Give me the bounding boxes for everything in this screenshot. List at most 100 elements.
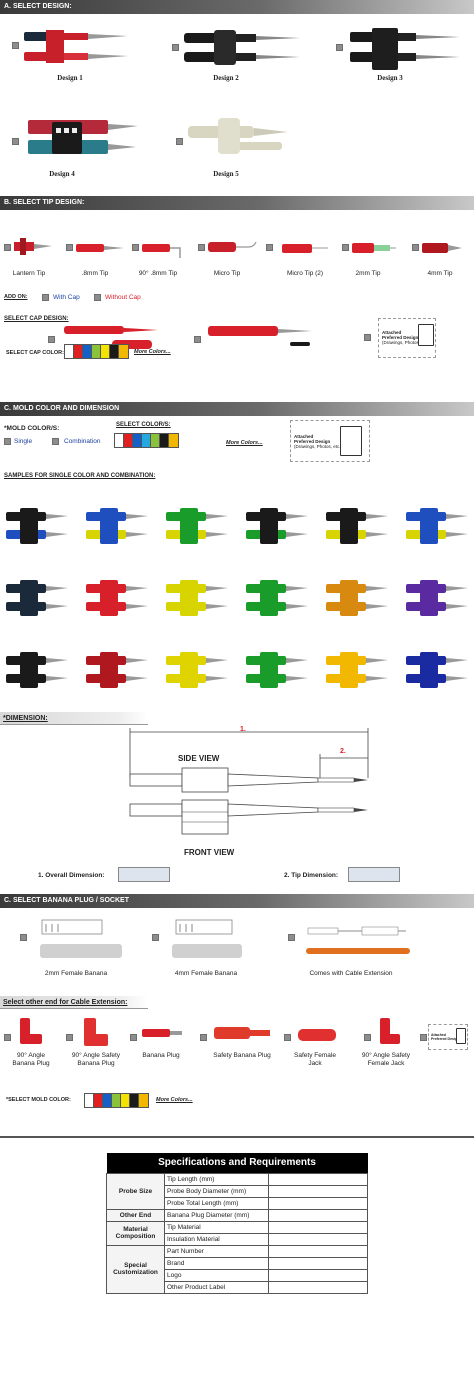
design-5-label: Design 5 (213, 170, 239, 178)
dimension-drawing (129, 728, 369, 835)
cap-color-swatch-6[interactable] (119, 345, 128, 358)
spec-item-value-input[interactable] (268, 1280, 368, 1294)
spec-item-value-input[interactable] (268, 1220, 368, 1234)
section-b-header: B. SELECT TIP DESIGN: (0, 196, 474, 210)
other-end-attach-checkbox[interactable] (420, 1034, 427, 1041)
other-end-3-checkbox[interactable] (130, 1034, 137, 1041)
tip-90deg-checkbox[interactable] (132, 244, 139, 251)
design-2-checkbox[interactable] (172, 44, 179, 51)
banana-4mm-checkbox[interactable] (152, 934, 159, 941)
mold-color-swatch-6[interactable] (169, 434, 178, 447)
tip-micro2-checkbox[interactable] (266, 244, 273, 251)
mold-more-colors-link[interactable]: More Colors... (226, 440, 263, 446)
tip-4mm-label: 4mm Tip (427, 270, 453, 277)
sample-probe-part (446, 676, 468, 681)
mold-color-swatch-4[interactable] (151, 434, 160, 447)
other-end-color-swatch-2[interactable] (103, 1094, 112, 1107)
spec-item-value-input[interactable] (268, 1256, 368, 1270)
cap-more-colors-link[interactable]: More Colors... (134, 349, 171, 355)
overall-dimension-input[interactable] (118, 867, 170, 882)
other-end-color-swatch-0[interactable] (85, 1094, 94, 1107)
mold-color-swatch-3[interactable] (142, 434, 151, 447)
other-end-1-label: 90° Angle Banana Plug (12, 1052, 50, 1067)
cap-color-swatch-2[interactable] (83, 345, 92, 358)
sample-probe-part (286, 514, 308, 519)
spec-item-value-input[interactable] (268, 1196, 368, 1210)
other-end-color-swatch-5[interactable] (130, 1094, 139, 1107)
cap-design-1-checkbox[interactable] (48, 336, 55, 343)
mold-combination-checkbox[interactable] (52, 438, 59, 445)
cap-color-swatch-3[interactable] (92, 345, 101, 358)
dimension-marker-1: 1. (240, 726, 246, 733)
other-end-1-checkbox[interactable] (4, 1034, 11, 1041)
section-banana-header: C. SELECT BANANA PLUG / SOCKET (0, 894, 474, 908)
sample-probe-part (286, 676, 308, 681)
mold-color-swatch-5[interactable] (160, 434, 169, 447)
other-end-more-colors-link[interactable]: More Colors... (156, 1097, 193, 1103)
spec-item-label: Insulation Material (164, 1232, 269, 1246)
mold-color-title: *MOLD COLOR/S: (4, 425, 60, 432)
without-cap-checkbox[interactable] (94, 294, 101, 301)
spec-category-1: Other End (106, 1208, 165, 1222)
design-5-checkbox[interactable] (176, 138, 183, 145)
design-1-checkbox[interactable] (12, 42, 19, 49)
spec-item-value-input[interactable] (268, 1172, 368, 1186)
banana-4mm-image (172, 919, 242, 958)
mold-color-swatch-1[interactable] (124, 434, 133, 447)
design-4-checkbox[interactable] (12, 138, 19, 145)
cap-color-swatch-1[interactable] (74, 345, 83, 358)
other-end-color-swatch-3[interactable] (112, 1094, 121, 1107)
tip-08mm-checkbox[interactable] (66, 244, 73, 251)
with-cap-checkbox[interactable] (42, 294, 49, 301)
mold-color-swatch-2[interactable] (133, 434, 142, 447)
cap-color-swatch-4[interactable] (101, 345, 110, 358)
sample-probe-part (206, 586, 228, 591)
other-end-color-swatch-1[interactable] (94, 1094, 103, 1107)
cap-design-attach-checkbox[interactable] (364, 334, 371, 341)
other-end-color-swatch-6[interactable] (139, 1094, 148, 1107)
spec-item-label: Probe Body Diameter (mm) (164, 1184, 269, 1198)
spec-row: Other Product Label (107, 1280, 368, 1294)
other-end-6-checkbox[interactable] (364, 1034, 371, 1041)
tip-micro-checkbox[interactable] (198, 244, 205, 251)
tip-lantern-label: Lantern Tip (12, 270, 46, 277)
other-end-4-checkbox[interactable] (200, 1034, 207, 1041)
tip-90deg-image (142, 244, 181, 258)
spec-item-value-input[interactable] (268, 1232, 368, 1246)
other-end-5-checkbox[interactable] (284, 1034, 291, 1041)
other-end-2-checkbox[interactable] (66, 1034, 73, 1041)
sample-probe-part (340, 652, 358, 688)
banana-2mm-checkbox[interactable] (20, 934, 27, 941)
tip-micro-image (208, 241, 257, 252)
cap-color-label: SELECT CAP COLOR: (6, 350, 64, 356)
other-end-5-image (298, 1029, 336, 1041)
sample-probe-part (180, 652, 198, 688)
other-end-color-swatches (84, 1093, 149, 1108)
tip-lantern-checkbox[interactable] (4, 244, 11, 251)
tip-4mm-checkbox[interactable] (412, 244, 419, 251)
mold-attach-line2: Preferred Design (294, 439, 331, 444)
cap-color-swatch-5[interactable] (110, 345, 119, 358)
cap-design-2-checkbox[interactable] (194, 336, 201, 343)
dimension-title: *DIMENSION: (0, 712, 148, 725)
cap-color-swatch-0[interactable] (65, 345, 74, 358)
sample-probe-part (46, 604, 68, 609)
sample-probe-part (46, 676, 68, 681)
other-end-color-swatch-4[interactable] (121, 1094, 130, 1107)
spec-item-value-input[interactable] (268, 1268, 368, 1282)
cable-extension-checkbox[interactable] (288, 934, 295, 941)
spec-item-value-input[interactable] (268, 1244, 368, 1258)
mold-single-checkbox[interactable] (4, 438, 11, 445)
sample-probe-part (126, 532, 148, 537)
tip-2mm-checkbox[interactable] (342, 244, 349, 251)
sample-probe-part (420, 508, 438, 544)
mold-color-swatch-0[interactable] (115, 434, 124, 447)
tip-lantern-image (14, 238, 52, 255)
spec-item-value-input[interactable] (268, 1208, 368, 1222)
spec-item-value-input[interactable] (268, 1184, 368, 1198)
design-3-checkbox[interactable] (336, 44, 343, 51)
sample-probe-part (126, 586, 148, 591)
tip-dimension-input[interactable] (348, 867, 400, 882)
